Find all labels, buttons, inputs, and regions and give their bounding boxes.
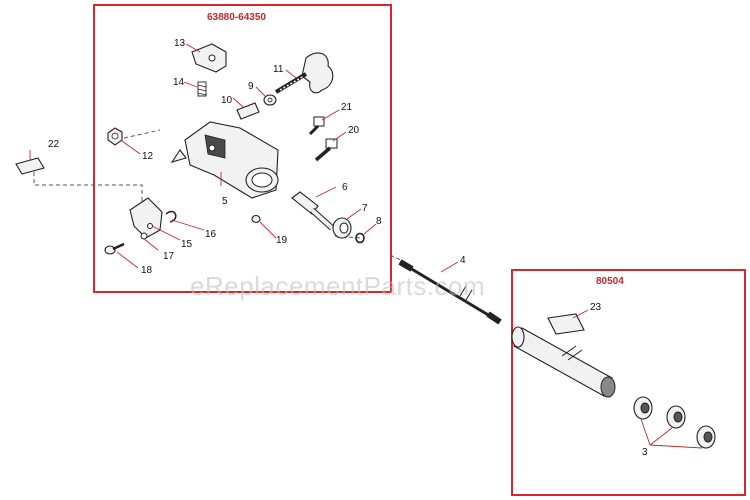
callout-18: 18 [141, 265, 153, 276]
callout-16: 16 [205, 229, 217, 240]
part-19-nut [251, 214, 261, 224]
dashed-line-nut [123, 129, 161, 139]
part-13-pivot [208, 54, 216, 62]
part-21-screw [308, 116, 325, 136]
callout-21: 21 [341, 102, 353, 113]
group-label-63880-64350: 63880-64350 [207, 12, 266, 23]
callout-8: 8 [376, 216, 382, 227]
dashed-line-shaft [389, 254, 406, 263]
group-frame-63880-64350 [93, 4, 392, 293]
part-20-bolt [314, 138, 338, 162]
dashed-line-decal [33, 172, 143, 205]
callout-5: 5 [222, 196, 228, 207]
part-10-bushing [236, 102, 260, 120]
part-12-nut-hole [111, 132, 119, 140]
callout-23: 23 [590, 302, 602, 313]
part-23-decal [547, 313, 585, 335]
callout-17: 17 [163, 251, 175, 262]
part-3-collar-a [633, 396, 653, 420]
callout-9: 9 [248, 81, 254, 92]
part-15-bracket [129, 197, 163, 239]
callout-10: 10 [221, 95, 233, 106]
part-2-tube [511, 326, 616, 398]
callout-12: 12 [142, 151, 154, 162]
callout-6: 6 [342, 182, 348, 193]
callout-13: 13 [174, 38, 186, 49]
callout-14: 14 [173, 77, 185, 88]
group-frame-80504 [511, 269, 746, 496]
watermark: eReplacementParts.com [190, 271, 485, 301]
callout-22: 22 [48, 139, 60, 150]
part-7-bearing [332, 217, 352, 239]
part-16-spring [165, 210, 177, 223]
part-3-collar-c [696, 425, 716, 449]
callout-7: 7 [362, 203, 368, 214]
part-18-screw [104, 242, 125, 255]
part-14-spring [197, 81, 207, 97]
part-4-flex-shaft [398, 259, 502, 325]
leader-lines [29, 43, 703, 449]
part-8-clip [355, 232, 365, 244]
part-5-housing [170, 121, 279, 199]
part-6-shaft [291, 191, 335, 231]
part-3-collar-b [666, 405, 686, 429]
part-11-knob [274, 52, 334, 94]
callout-19: 19 [276, 235, 288, 246]
part-17-pin [140, 232, 148, 240]
callout-20: 20 [348, 125, 360, 136]
callout-3: 3 [642, 447, 648, 458]
callout-4: 4 [460, 255, 466, 266]
callout-11: 11 [273, 64, 284, 75]
group-label-80504: 80504 [596, 276, 624, 287]
part-22-decal [15, 157, 45, 175]
callout-15: 15 [181, 239, 193, 250]
